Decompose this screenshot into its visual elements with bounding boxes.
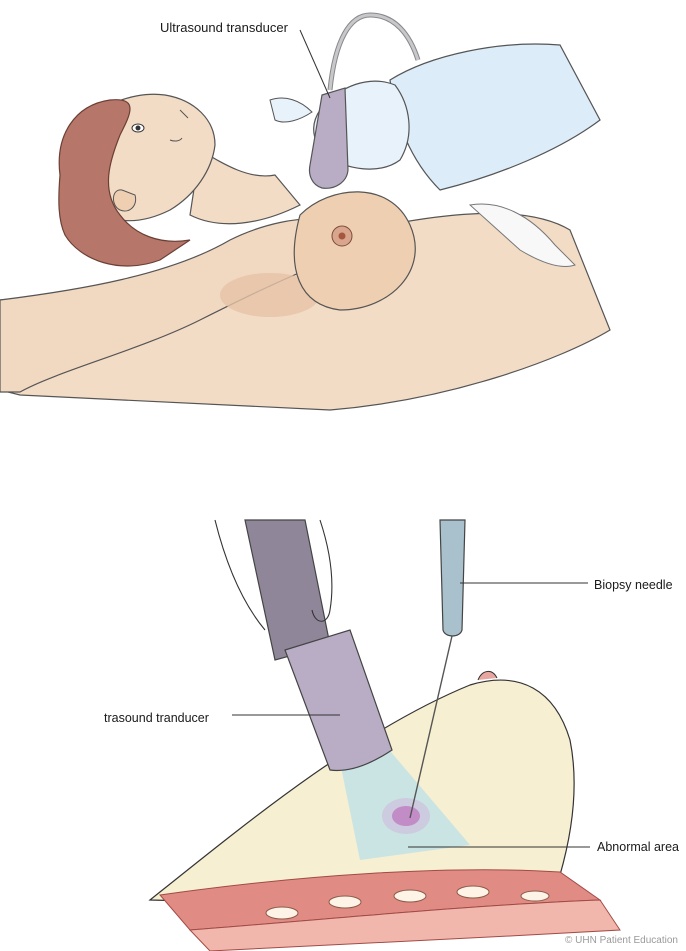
sleeve: [390, 44, 600, 190]
biopsy-needle-handle: [440, 520, 465, 636]
label-abnormal-area: Abnormal area: [597, 840, 679, 854]
label-biopsy-needle: Biopsy needle: [594, 578, 673, 592]
transducer-probe-cross-section: [245, 520, 392, 770]
nipple-profile: [478, 671, 497, 680]
copyright-credit: © UHN Patient Education: [565, 935, 678, 946]
biopsy-cross-section-illustration: [0, 500, 686, 951]
label-transducer: trasound tranducer: [104, 711, 209, 725]
patient-ultrasound-illustration: [0, 0, 686, 420]
ultrasound-transducer-probe: [310, 88, 349, 188]
label-ultrasound-transducer: Ultrasound transducer: [160, 20, 288, 35]
ultrasound-transducer-leader: [300, 30, 330, 98]
